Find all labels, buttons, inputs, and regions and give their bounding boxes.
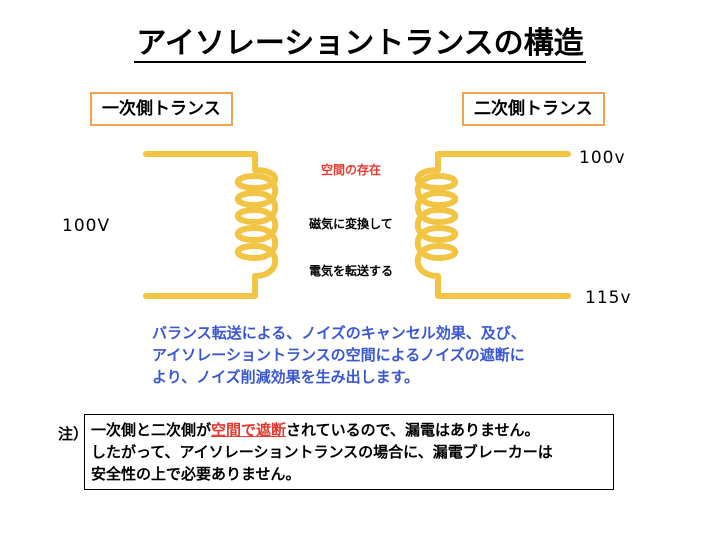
- note-text: 一次側と二次側が: [91, 421, 212, 439]
- description-line: より、ノイズ削減効果を生み出します。: [152, 368, 420, 386]
- electric-label: 電気を転送する: [308, 264, 393, 278]
- note-box: 一次側と二次側が空間で遮断されているので、漏電はありません。 したがって、アイソ…: [84, 414, 614, 490]
- note-highlight: 空間で遮断: [211, 421, 287, 439]
- output-voltage-100: 100v: [579, 148, 626, 168]
- note-line-1: 一次側と二次側が空間で遮断されているので、漏電はありません。: [91, 419, 613, 441]
- output-voltage-115: 115v: [585, 288, 632, 308]
- note-label: 注）: [58, 425, 89, 443]
- description-line: バランス転送による、ノイズのキャンセル効果、及び、: [152, 324, 526, 342]
- input-voltage: 100V: [62, 216, 111, 236]
- note-line-2: したがって、アイソレーショントランスの場合に、漏電ブレーカーは: [91, 443, 553, 461]
- secondary-coil: [414, 151, 571, 299]
- description-line: アイソレーショントランスの空間によるノイズの遮断に: [152, 346, 525, 364]
- page-title-text: アイソレーショントランスの構造: [134, 26, 586, 63]
- note-text: されているので、漏電はありません。: [286, 421, 540, 439]
- primary-coil: [143, 151, 279, 299]
- primary-transformer-label: 一次側トランス: [90, 92, 233, 126]
- description: バランス転送による、ノイズのキャンセル効果、及び、 アイソレーショントランスの空…: [152, 322, 572, 388]
- gap-label: 空間の存在: [320, 163, 381, 177]
- secondary-transformer-label: 二次側トランス: [462, 92, 605, 126]
- note-line-3: 安全性の上で必要ありません。: [91, 465, 301, 483]
- page-title: アイソレーショントランスの構造: [0, 18, 720, 63]
- magnetic-label: 磁気に変換して: [309, 217, 393, 231]
